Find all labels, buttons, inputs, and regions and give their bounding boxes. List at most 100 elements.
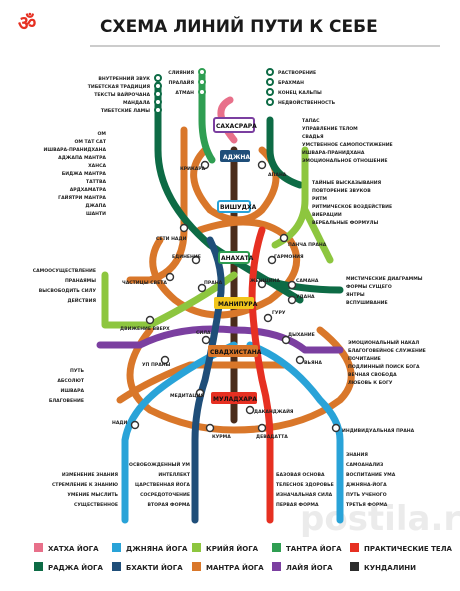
- svg-text:САМОАНАЛИЗ: САМОАНАЛИЗ: [346, 462, 383, 468]
- om-symbol-icon: ॐ: [18, 11, 36, 35]
- svg-text:БЛАГОВЕНИЕ: БЛАГОВЕНИЕ: [49, 398, 84, 404]
- station-krikara: КРИКАРА: [180, 166, 206, 172]
- chakra-ajna-label: АДЖНА: [223, 154, 250, 161]
- svg-text:ЭМОЦИОНАЛЬНЫЙ НАКАЛ: ЭМОЦИОНАЛЬНЫЙ НАКАЛ: [348, 338, 419, 346]
- chakra-muladhara: [211, 392, 257, 404]
- legend-label-laya: ЛАЙЯ ЙОГА: [286, 563, 333, 572]
- labels-bottom-ml: ОСВОБОЖДЕННЫЙ УМ ИНТЕЛЛЕКТ ЦАРСТВЕННАЯ Й…: [129, 460, 191, 508]
- station-seti-nadi: СЕТИ НАДИ: [156, 236, 187, 242]
- practical-line: [248, 226, 274, 524]
- svg-text:ПЕРВАЯ ФОРМА: ПЕРВАЯ ФОРМА: [276, 502, 319, 508]
- svg-text:ВОСПИТАНИЕ УМА: ВОСПИТАНИЕ УМА: [346, 472, 396, 478]
- legend: ХАТХА ЙОГА ДЖНЯНА ЙОГА КРИЙЯ ЙОГА ТАНТРА…: [34, 543, 453, 572]
- station-individ: ИНДИВИДУАЛЬНАЯ ПРАНА: [342, 428, 415, 434]
- mantra-loop-mid: [149, 218, 301, 319]
- legend-swatch-tantra: [272, 543, 281, 552]
- legend-label-practical: ПРАКТИЧЕСКИЕ ТЕЛА: [364, 545, 453, 553]
- chakra-muladhara-label: МУЛАДХАРА: [213, 396, 257, 403]
- kriya-line-right2: [301, 206, 334, 264]
- svg-text:ПРАЛАЙЯ: ПРАЛАЙЯ: [168, 78, 194, 86]
- labels-right-kriya: ТАЙНЫЕ ВЫСКАЗЫВАНИЯ ПОВТОРЕНИЕ ЗВУКОВ РИ…: [312, 178, 392, 226]
- svg-text:ТАТТВА: ТАТТВА: [86, 179, 106, 185]
- station-dvizhenie: ДВИЖЕНИЕ ВВЕРХ: [120, 326, 170, 332]
- labels-left-laya: ПУТЬ АБСОЛЮТ ИШВАРА БЛАГОВЕНИЕ: [49, 368, 85, 404]
- legend-swatch-bhakti: [112, 562, 121, 571]
- hatha-line: [217, 96, 238, 144]
- svg-text:ПУТЬ: ПУТЬ: [70, 368, 85, 374]
- svg-text:ЗНАНИЯ: ЗНАНИЯ: [346, 452, 368, 458]
- svg-text:СВАДЬЯ: СВАДЬЯ: [302, 134, 324, 140]
- station-edinenie: ЕДИНЕНИЕ: [172, 254, 201, 260]
- svg-text:ИШВАРА: ИШВАРА: [61, 388, 85, 394]
- chakra-manipura: [214, 297, 254, 309]
- station-guru: ГУРУ: [272, 310, 286, 316]
- svg-text:МАНДАЛА: МАНДАЛА: [123, 100, 150, 106]
- chakra-ajna: [220, 150, 250, 162]
- top-mid-dots: [198, 68, 206, 96]
- legend-swatch-practical: [350, 543, 359, 552]
- legend-label-mantra: МАНТРА ЙОГА: [206, 563, 264, 572]
- chakra-svadhisthana: [208, 345, 258, 357]
- station-meditatsiya: МЕДИТАЦИЯ: [170, 393, 204, 399]
- station-dykhanie: ДЫХАНИЕ: [288, 332, 315, 338]
- legend-label-bhakti: БХАКТИ ЙОГА: [126, 563, 183, 572]
- raja-line-tantra: [261, 276, 344, 294]
- svg-text:ДЕЙСТВИЯ: ДЕЙСТВИЯ: [68, 296, 97, 304]
- station-dakandzhaya: ДАКАНДЖАЙЯ: [254, 407, 294, 415]
- svg-text:НЕДВОЙСТВЕННОСТЬ: НЕДВОЙСТВЕННОСТЬ: [278, 98, 336, 106]
- labels-left-mantra: ОМ ОМ ТАТ САТ ИШВАРА-ПРАНИДХАНА АДЖАПА М…: [44, 131, 107, 217]
- svg-text:ШАНТИ: ШАНТИ: [86, 211, 106, 217]
- page-title: СХЕМА ЛИНИЙ ПУТИ К СЕБЕ: [100, 15, 378, 37]
- svg-text:АТМАН: АТМАН: [175, 90, 194, 96]
- station-devadatta: ДЕВАДАТТА: [256, 434, 288, 440]
- top-left-dots: [154, 74, 162, 114]
- svg-text:ОМ: ОМ: [98, 131, 107, 137]
- labels-right-raja: ТАПАС УПРАВЛЕНИЕ ТЕЛОМ СВАДЬЯ УМСТВЕННОЕ…: [302, 118, 393, 164]
- svg-text:ТЕЛЕСНОЕ ЗДОРОВЬЕ: ТЕЛЕСНОЕ ЗДОРОВЬЕ: [276, 482, 334, 488]
- legend-swatch-hatha: [34, 543, 43, 552]
- station-apana: АПАНА: [268, 172, 287, 178]
- station-vyana: ВЬЯНА: [304, 360, 322, 366]
- raja-line-right: [266, 116, 304, 189]
- watermark: postila.ru: [300, 499, 460, 539]
- svg-text:ВТОРАЯ ФОРМА: ВТОРАЯ ФОРМА: [147, 502, 190, 508]
- svg-text:ТИБЕТСКАЯ ТРАДИЦИЯ: ТИБЕТСКАЯ ТРАДИЦИЯ: [88, 84, 151, 90]
- svg-text:ВЕЧНАЯ СВОБОДА: ВЕЧНАЯ СВОБОДА: [348, 372, 397, 378]
- legend-swatch-kriya: [192, 543, 201, 552]
- chakra-vishuddha-label: ВИШУДХА: [220, 204, 257, 211]
- svg-text:ТАЙНЫЕ ВЫСКАЗЫВАНИЯ: ТАЙНЫЕ ВЫСКАЗЫВАНИЯ: [312, 178, 382, 186]
- labels-right-tantra: МИСТИЧЕСКИЕ ДИАГРАММЫ ФОРМЫ СУЩЕГО ЯНТРЫ…: [346, 276, 423, 306]
- station-pancha-prana: ПАНЧА ПРАНА: [288, 242, 327, 248]
- labels-top-mid: СЛИЯНИЯ ПРАЛАЙЯ АТМАН: [168, 70, 194, 96]
- svg-text:РИТМИЧЕСКОЕ ВОЗДЕЙСТВИЕ: РИТМИЧЕСКОЕ ВОЗДЕЙСТВИЕ: [312, 202, 392, 210]
- labels-bottom-mr: БАЗОВАЯ ОСНОВА ТЕЛЕСНОЕ ЗДОРОВЬЕ ИЗНАЧАЛ…: [276, 472, 334, 508]
- svg-text:ВЕРБАЛЬНЫЕ ФОРМУЛЫ: ВЕРБАЛЬНЫЕ ФОРМУЛЫ: [312, 220, 378, 226]
- station-kurma: КУРМА: [212, 434, 231, 440]
- svg-text:ДЖНЯНА-ЙОГА: ДЖНЯНА-ЙОГА: [346, 480, 387, 488]
- station-zhenshina: ЖЕНЩИНА: [250, 278, 280, 284]
- svg-text:ГАЙЯТРИ МАНТРА: ГАЙЯТРИ МАНТРА: [58, 193, 106, 201]
- chakra-vishuddha: [217, 200, 251, 213]
- svg-text:ПОВТОРЕНИЕ ЗВУКОВ: ПОВТОРЕНИЕ ЗВУКОВ: [312, 188, 371, 194]
- svg-text:КОНЕЦ КАЛЬПЫ: КОНЕЦ КАЛЬПЫ: [278, 90, 322, 96]
- legend-label-kundalini: КУНДАЛИНИ: [364, 564, 416, 572]
- station-nadi: НАДИ: [112, 420, 127, 426]
- chakra-manipura-label: МАНИПУРА: [218, 301, 258, 308]
- svg-text:ЭМОЦИОНАЛЬНОЕ ОТНОШЕНИЕ: ЭМОЦИОНАЛЬНОЕ ОТНОШЕНИЕ: [302, 158, 388, 164]
- svg-text:ЯНТРЫ: ЯНТРЫ: [346, 292, 365, 298]
- legend-swatch-laya: [272, 562, 281, 571]
- station-samana: САМАНА: [296, 278, 319, 284]
- chakra-svadhisthana-label: СВАДХИСТАНА: [210, 349, 262, 356]
- bhakti-line: [191, 236, 225, 524]
- svg-text:ДЖАПА: ДЖАПА: [85, 203, 106, 209]
- labels-top-left: ВНУТРЕННИЙ ЗВУК ТИБЕТСКАЯ ТРАДИЦИЯ ТЕКСТ…: [88, 74, 151, 114]
- svg-text:ТРЕТЬЯ ФОРМА: ТРЕТЬЯ ФОРМА: [346, 502, 388, 508]
- svg-text:ОСВОБОЖДЕННЫЙ УМ: ОСВОБОЖДЕННЫЙ УМ: [129, 460, 190, 468]
- svg-text:ВЫСВОБОДИТЬ СИЛУ: ВЫСВОБОДИТЬ СИЛУ: [39, 288, 97, 294]
- svg-text:ЦАРСТВЕННАЯ ЙОГА: ЦАРСТВЕННАЯ ЙОГА: [135, 480, 190, 488]
- legend-label-hatha: ХАТХА ЙОГА: [48, 544, 99, 553]
- svg-text:СТРЕМЛЕНИЕ К ЗНАНИЮ: СТРЕМЛЕНИЕ К ЗНАНИЮ: [52, 482, 119, 488]
- labels-top-right: РАСТВОРЕНИЕ БРАХМАН КОНЕЦ КАЛЬПЫ НЕДВОЙС…: [278, 70, 336, 106]
